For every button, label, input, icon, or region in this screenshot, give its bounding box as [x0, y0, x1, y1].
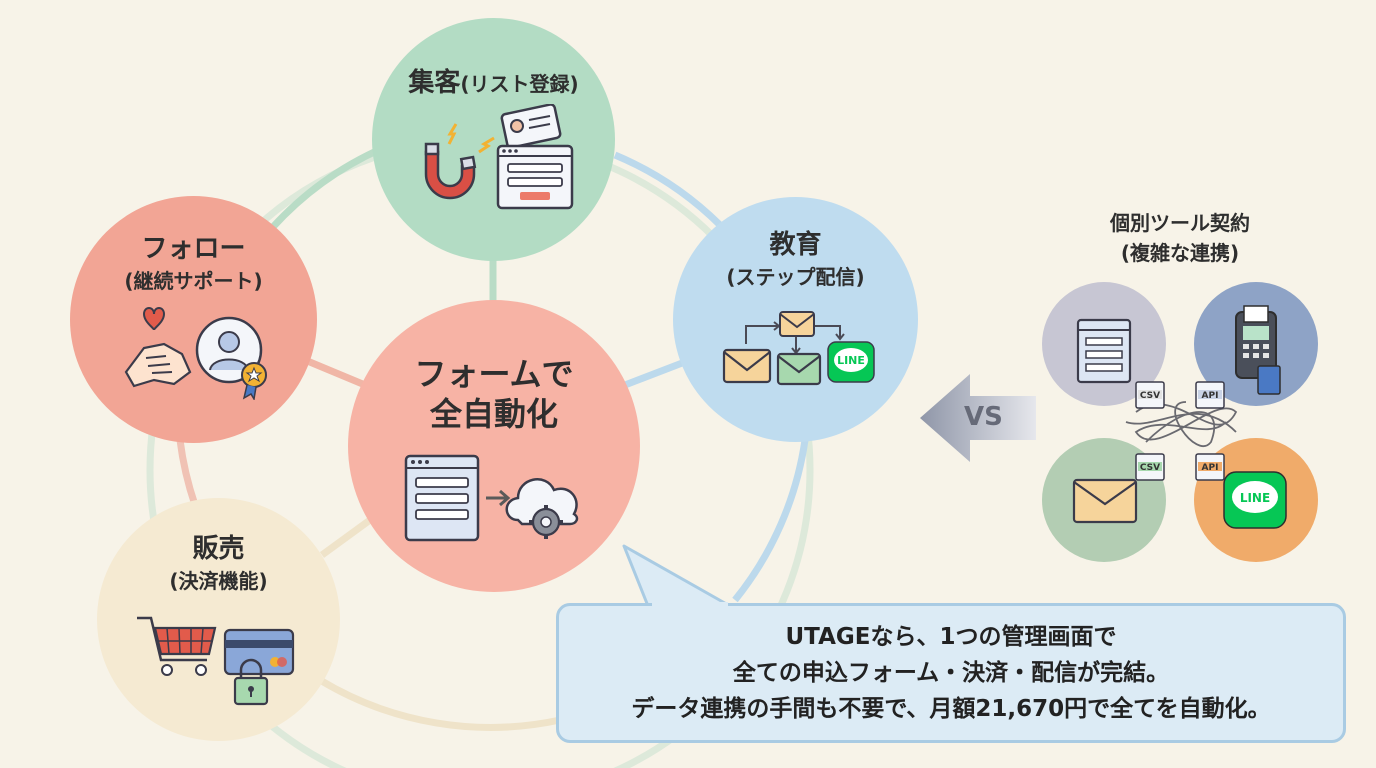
- handshake-heart-icon: [124, 307, 191, 388]
- spoke-bottom-left: [319, 517, 373, 558]
- ring-segment-blue-bottom: [732, 439, 809, 603]
- envelope-icon: [722, 348, 771, 384]
- education-icons: LINE: [722, 311, 875, 386]
- line-app-icon: LINE: [826, 341, 875, 383]
- tool-email-circle: [1042, 438, 1166, 562]
- tool-line-circle: LINE: [1194, 438, 1318, 562]
- message-line2: 全ての申込フォーム・決済・配信が完結。: [732, 660, 1170, 686]
- id-card-icon: [500, 104, 561, 149]
- node-sales-subtitle: (決済機能): [169, 569, 268, 593]
- api-badge-top: API: [1195, 381, 1225, 409]
- form-window-icon: [404, 454, 480, 542]
- arrow-right-icon: [486, 489, 511, 507]
- comparison-title-line2: (複雑な連携): [1120, 241, 1240, 265]
- csv-label: CSV: [1140, 463, 1160, 473]
- message-bubble: UTAGEなら、1つの管理画面で 全ての申込フォーム・決済・配信が完結。 データ…: [556, 603, 1346, 743]
- spoke-left: [303, 356, 367, 389]
- spoke-right: [623, 356, 692, 389]
- line-app-label: LINE: [837, 354, 865, 367]
- api-label: API: [1202, 463, 1219, 473]
- ring-segment-blue-top: [613, 151, 723, 228]
- payment-terminal-icon: [1194, 282, 1318, 406]
- credit-card-lock-icon: [223, 628, 294, 706]
- csv-badge-bottom: CSV: [1135, 453, 1165, 481]
- node-acquisition-title-row: 集客(リスト登録): [408, 68, 578, 98]
- acquisition-icons: [424, 104, 573, 210]
- user-badge-icon: [195, 316, 267, 400]
- node-acquisition: 集客(リスト登録): [372, 18, 615, 261]
- node-center-line1: フォームで: [414, 355, 574, 393]
- envelope-icon: [778, 311, 815, 337]
- tool-form-circle: [1042, 282, 1166, 406]
- node-follow-title: フォロー: [141, 234, 246, 264]
- envelope-icon: [776, 352, 821, 386]
- arrow-left-icon: [920, 374, 1036, 462]
- csv-badge-top: CSV: [1135, 381, 1165, 409]
- node-sales: 販売 (決済機能): [97, 498, 340, 741]
- tangled-lines-icon: [1125, 401, 1238, 447]
- shopping-cart-icon: [136, 616, 216, 676]
- ring-segment-red: [176, 439, 199, 507]
- node-acquisition-title: 集客: [408, 68, 461, 98]
- center-icons: [404, 454, 579, 542]
- node-center: フォームで 全自動化: [348, 300, 640, 592]
- api-label: API: [1202, 391, 1219, 401]
- message-line3: データ連携の手間も不要で、月額21,670円で全てを自動化。: [631, 696, 1271, 722]
- magnet-icon: [424, 123, 495, 200]
- follow-icons: [124, 307, 267, 400]
- separate-tools-cluster: LINE CSV API CSV API: [1042, 282, 1318, 562]
- node-education: 教育 (ステップ配信) LINE: [673, 197, 918, 442]
- csv-label: CSV: [1140, 391, 1160, 401]
- sales-icons: [136, 616, 294, 706]
- message-line1: UTAGEなら、1つの管理画面で: [785, 624, 1117, 650]
- node-follow: フォロー (継続サポート): [70, 196, 317, 443]
- vs-label: VS: [964, 402, 1003, 432]
- comparison-title: 個別ツール契約 (複雑な連携): [1050, 208, 1310, 268]
- api-badge-bottom: API: [1195, 453, 1225, 481]
- ring-segment-beige: [318, 677, 561, 731]
- node-education-subtitle: (ステップ配信): [726, 265, 865, 289]
- form-window-icon: [496, 144, 573, 210]
- node-education-title: 教育: [769, 230, 822, 260]
- node-follow-subtitle: (継続サポート): [124, 269, 263, 293]
- node-sales-title: 販売: [192, 534, 245, 564]
- line-app-label: LINE: [1240, 491, 1270, 505]
- cloud-gear-icon: [505, 478, 579, 539]
- node-center-line2: 全自動化: [429, 395, 558, 433]
- comparison-title-line1: 個別ツール契約: [1110, 211, 1250, 235]
- node-acquisition-subtitle: (リスト登録): [460, 72, 579, 96]
